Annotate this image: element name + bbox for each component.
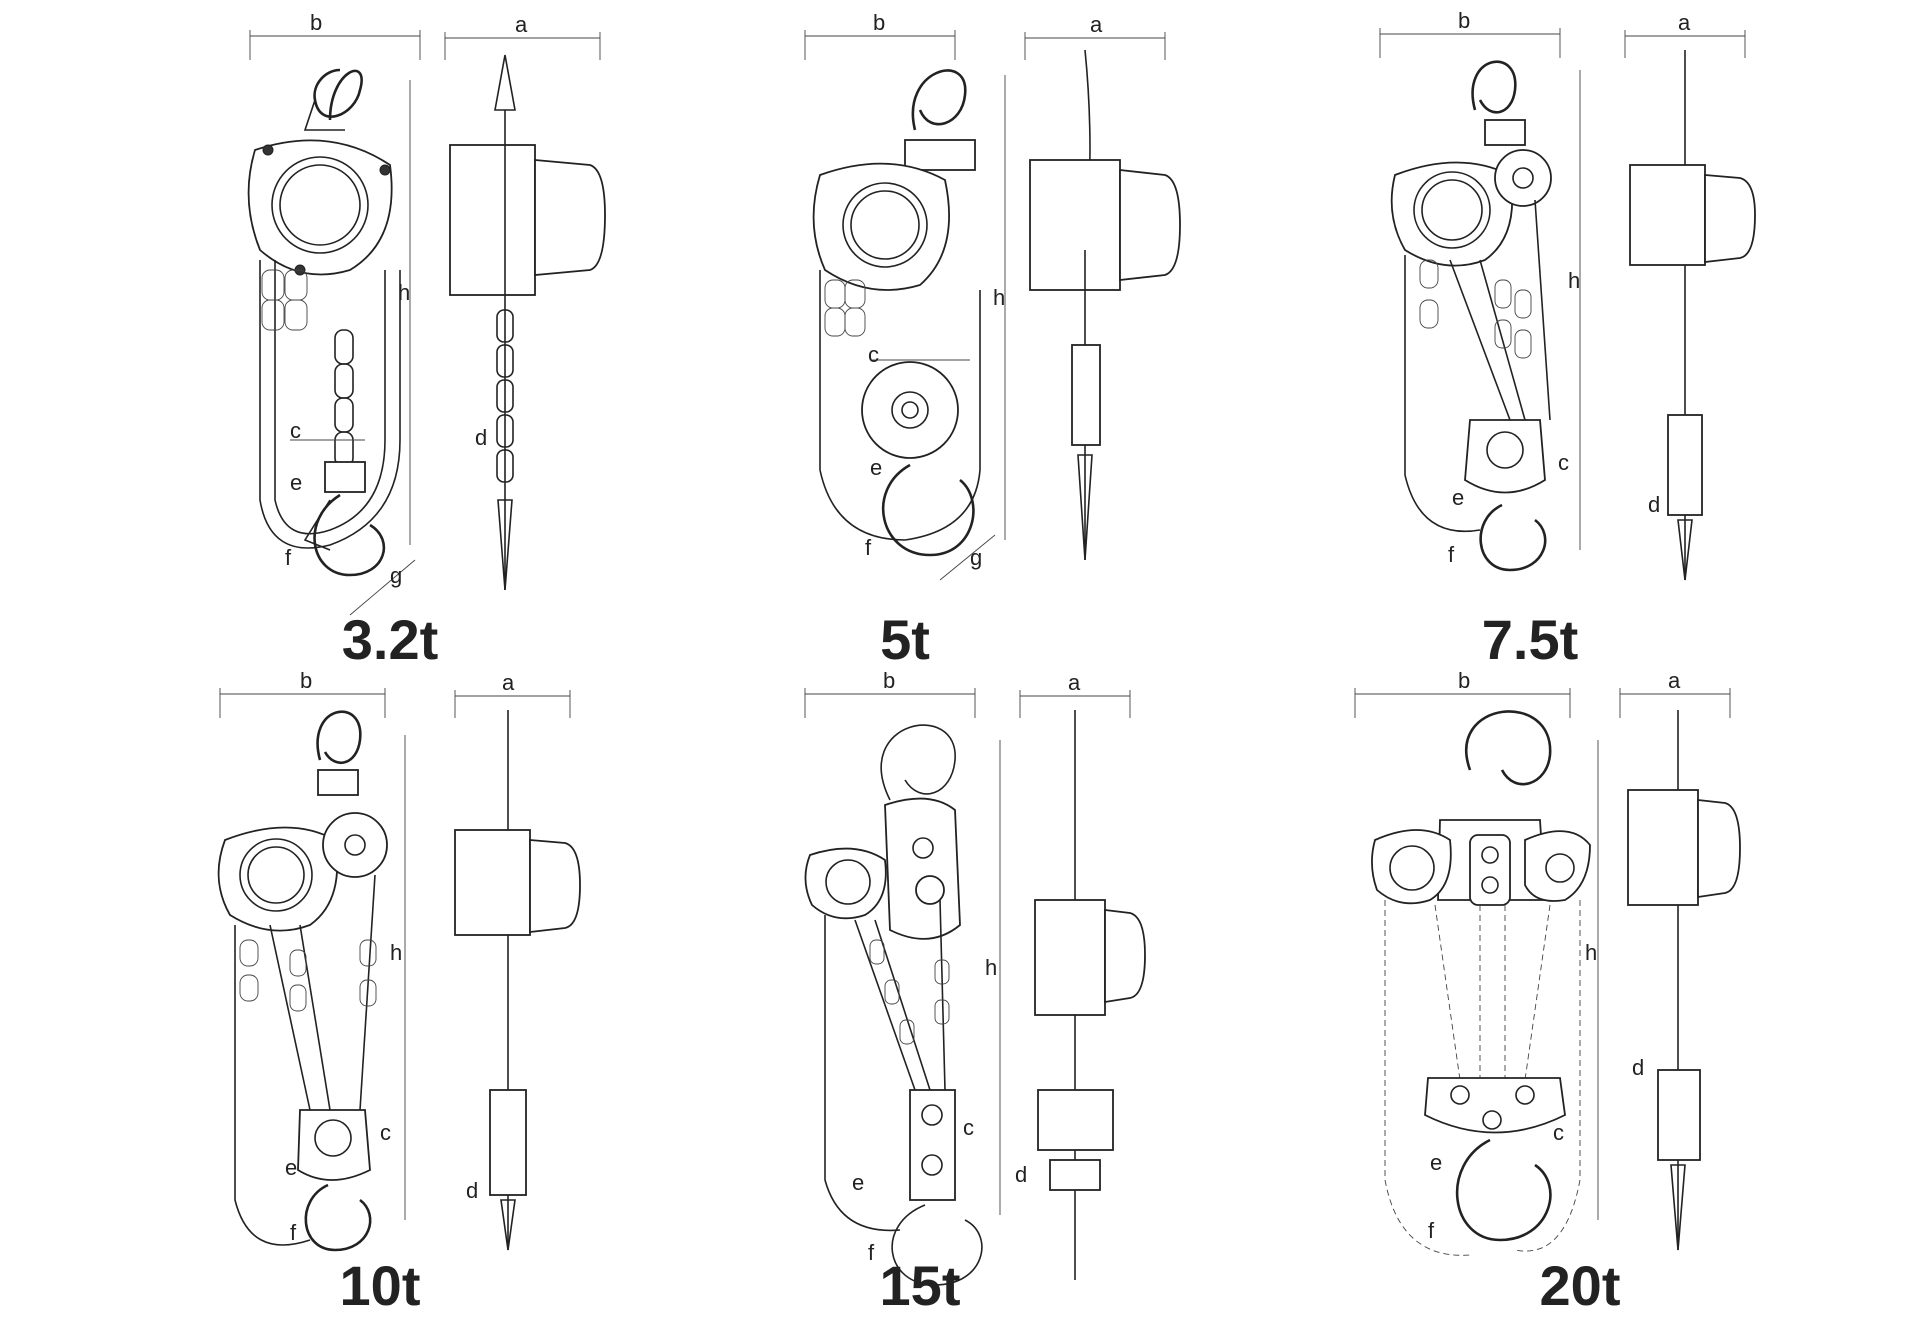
- dim-label-h: h: [993, 285, 1005, 310]
- dim-label-d: d: [1648, 492, 1660, 517]
- hoist-drawing-7-5t: b a h c: [1379, 8, 1756, 581]
- dim-label-a: a: [1068, 670, 1081, 695]
- hoist-drawing-5t: b a h c e f g: [804, 10, 1181, 581]
- hoist-drawing-10t: b a h c: [217, 668, 581, 1252]
- dim-label-e: e: [285, 1155, 297, 1180]
- dim-label-d: d: [466, 1178, 478, 1203]
- dim-label-h: h: [1585, 940, 1597, 965]
- dim-label-b: b: [1458, 8, 1470, 33]
- dim-label-f: f: [1428, 1218, 1435, 1243]
- dim-label-c: c: [1558, 450, 1569, 475]
- capacity-label-7-5t: 7.5t: [1481, 608, 1579, 671]
- dim-label-b: b: [873, 10, 885, 35]
- dim-label-b: b: [1458, 668, 1470, 693]
- hoist-panel-10t: b a h c: [0, 660, 640, 1314]
- dim-label-e: e: [1452, 485, 1464, 510]
- dim-label-d: d: [475, 425, 487, 450]
- dim-label-c: c: [380, 1120, 391, 1145]
- dim-label-h: h: [985, 955, 997, 980]
- dim-label-b: b: [883, 668, 895, 693]
- hoist-panel-7-5t: b a h c: [1280, 0, 1920, 668]
- dim-label-h: h: [398, 280, 410, 305]
- dim-label-f: f: [1448, 542, 1455, 567]
- dim-label-a: a: [1668, 668, 1681, 693]
- dim-label-a: a: [502, 670, 515, 695]
- dim-label-b: b: [310, 10, 322, 35]
- dim-label-a: a: [515, 12, 528, 37]
- capacity-label-10t: 10t: [339, 1254, 421, 1317]
- dim-label-f: f: [865, 535, 872, 560]
- dim-label-c: c: [963, 1115, 974, 1140]
- hoist-drawing-15t: b a h c: [804, 668, 1146, 1286]
- dim-label-g: g: [970, 545, 982, 570]
- capacity-label-5t: 5t: [880, 608, 930, 671]
- capacity-label-20t: 20t: [1539, 1254, 1621, 1317]
- dim-label-c: c: [290, 418, 301, 443]
- dim-label-h: h: [1568, 268, 1580, 293]
- dim-label-e: e: [1430, 1150, 1442, 1175]
- dim-label-f: f: [868, 1240, 875, 1265]
- capacity-label-15t: 15t: [879, 1254, 961, 1317]
- dim-label-e: e: [852, 1170, 864, 1195]
- hoist-panel-3-2t: b a h: [0, 0, 640, 668]
- dim-label-e: e: [290, 470, 302, 495]
- dim-label-d: d: [1015, 1162, 1027, 1187]
- dim-label-f: f: [285, 545, 292, 570]
- hoist-panel-5t: b a h c e f g: [640, 0, 1280, 668]
- dim-label-g: g: [390, 563, 402, 588]
- dim-label-e: e: [870, 455, 882, 480]
- dim-label-a: a: [1090, 12, 1103, 37]
- hoist-panel-15t: b a h c: [640, 660, 1280, 1314]
- dim-label-h: h: [390, 940, 402, 965]
- dim-label-c: c: [868, 342, 879, 367]
- hoist-drawing-20t: b a h c: [1354, 668, 1741, 1256]
- hoist-drawing-3-2t: b a h: [247, 10, 606, 616]
- dim-label-c: c: [1553, 1120, 1564, 1145]
- dim-label-b: b: [300, 668, 312, 693]
- dim-label-f: f: [290, 1220, 297, 1245]
- dim-label-d: d: [1632, 1055, 1644, 1080]
- capacity-label-3-2t: 3.2t: [341, 608, 439, 671]
- dim-label-a: a: [1678, 10, 1691, 35]
- hoist-panel-20t: b a h c: [1280, 660, 1920, 1314]
